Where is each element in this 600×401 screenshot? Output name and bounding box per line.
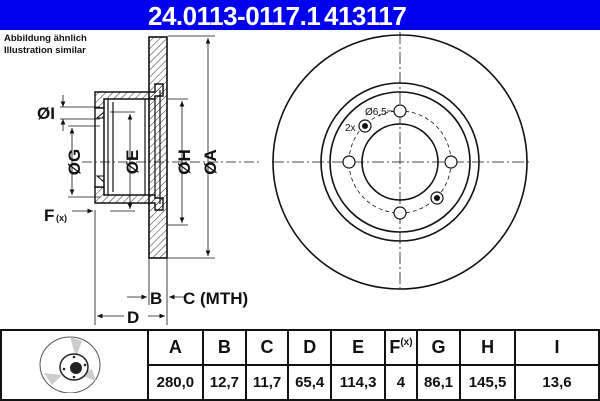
label-C: C (MTH) — [183, 289, 248, 308]
disc-thumbnail-cell — [0, 329, 149, 401]
header-E: E — [330, 329, 386, 366]
technical-drawing: ØI ØG ØE ØH ØA F (x) B C (MTH) D Ø6,5 2x — [37, 32, 532, 327]
front-view — [272, 32, 532, 292]
note-english: Illustration similar — [4, 45, 86, 56]
value-I: 13,6 — [514, 364, 600, 401]
dimensions-table: A B C D E F(x) G H I 280,0 12,7 11,7 65,… — [0, 329, 600, 401]
label-D: D — [127, 308, 139, 327]
label-hole-diameter: Ø6,5 — [365, 107, 387, 118]
header-F-letter: F — [389, 337, 401, 357]
value-B: 12,7 — [201, 364, 248, 401]
value-C: 11,7 — [244, 364, 290, 401]
table-header-row: A B C D E F(x) G H I — [0, 329, 600, 401]
label-F: F — [44, 206, 54, 225]
label-hole-count: 2x — [345, 123, 356, 134]
note-german: Abbildung ähnlich — [4, 33, 87, 44]
title-bar: 24.0113-0117.1 413117 — [0, 0, 600, 31]
label-E: ØE — [123, 150, 142, 175]
value-H: 145,5 — [459, 364, 516, 401]
header-C: C — [244, 329, 290, 366]
part-number: 24.0113-0117.1 — [148, 1, 321, 31]
value-F: 4 — [383, 364, 418, 401]
header-F: F(x) — [383, 329, 418, 366]
header-D: D — [287, 329, 333, 366]
illustration-note: Abbildung ähnlich Illustration similar — [4, 33, 87, 57]
value-G: 86,1 — [415, 364, 462, 401]
label-G: ØG — [65, 149, 84, 175]
header-I: I — [514, 329, 600, 366]
value-E: 114,3 — [330, 364, 386, 401]
label-H: ØH — [175, 149, 194, 175]
label-B: B — [150, 289, 162, 308]
reference-number: 413117 — [324, 1, 407, 31]
header-A: A — [147, 329, 204, 366]
label-I: ØI — [37, 104, 55, 123]
table-value-row: 280,0 12,7 11,7 65,4 114,3 4 86,1 145,5 … — [1, 364, 600, 401]
header-F-suffix: (x) — [400, 337, 413, 348]
label-A: ØA — [201, 149, 220, 175]
label-F-sub: (x) — [56, 213, 67, 223]
header-H: H — [459, 329, 516, 366]
side-view — [60, 35, 262, 326]
header-B: B — [201, 329, 248, 366]
brake-disc-icon — [39, 336, 100, 393]
header-G: G — [415, 329, 462, 366]
value-A: 280,0 — [147, 364, 204, 401]
value-D: 65,4 — [287, 364, 333, 401]
